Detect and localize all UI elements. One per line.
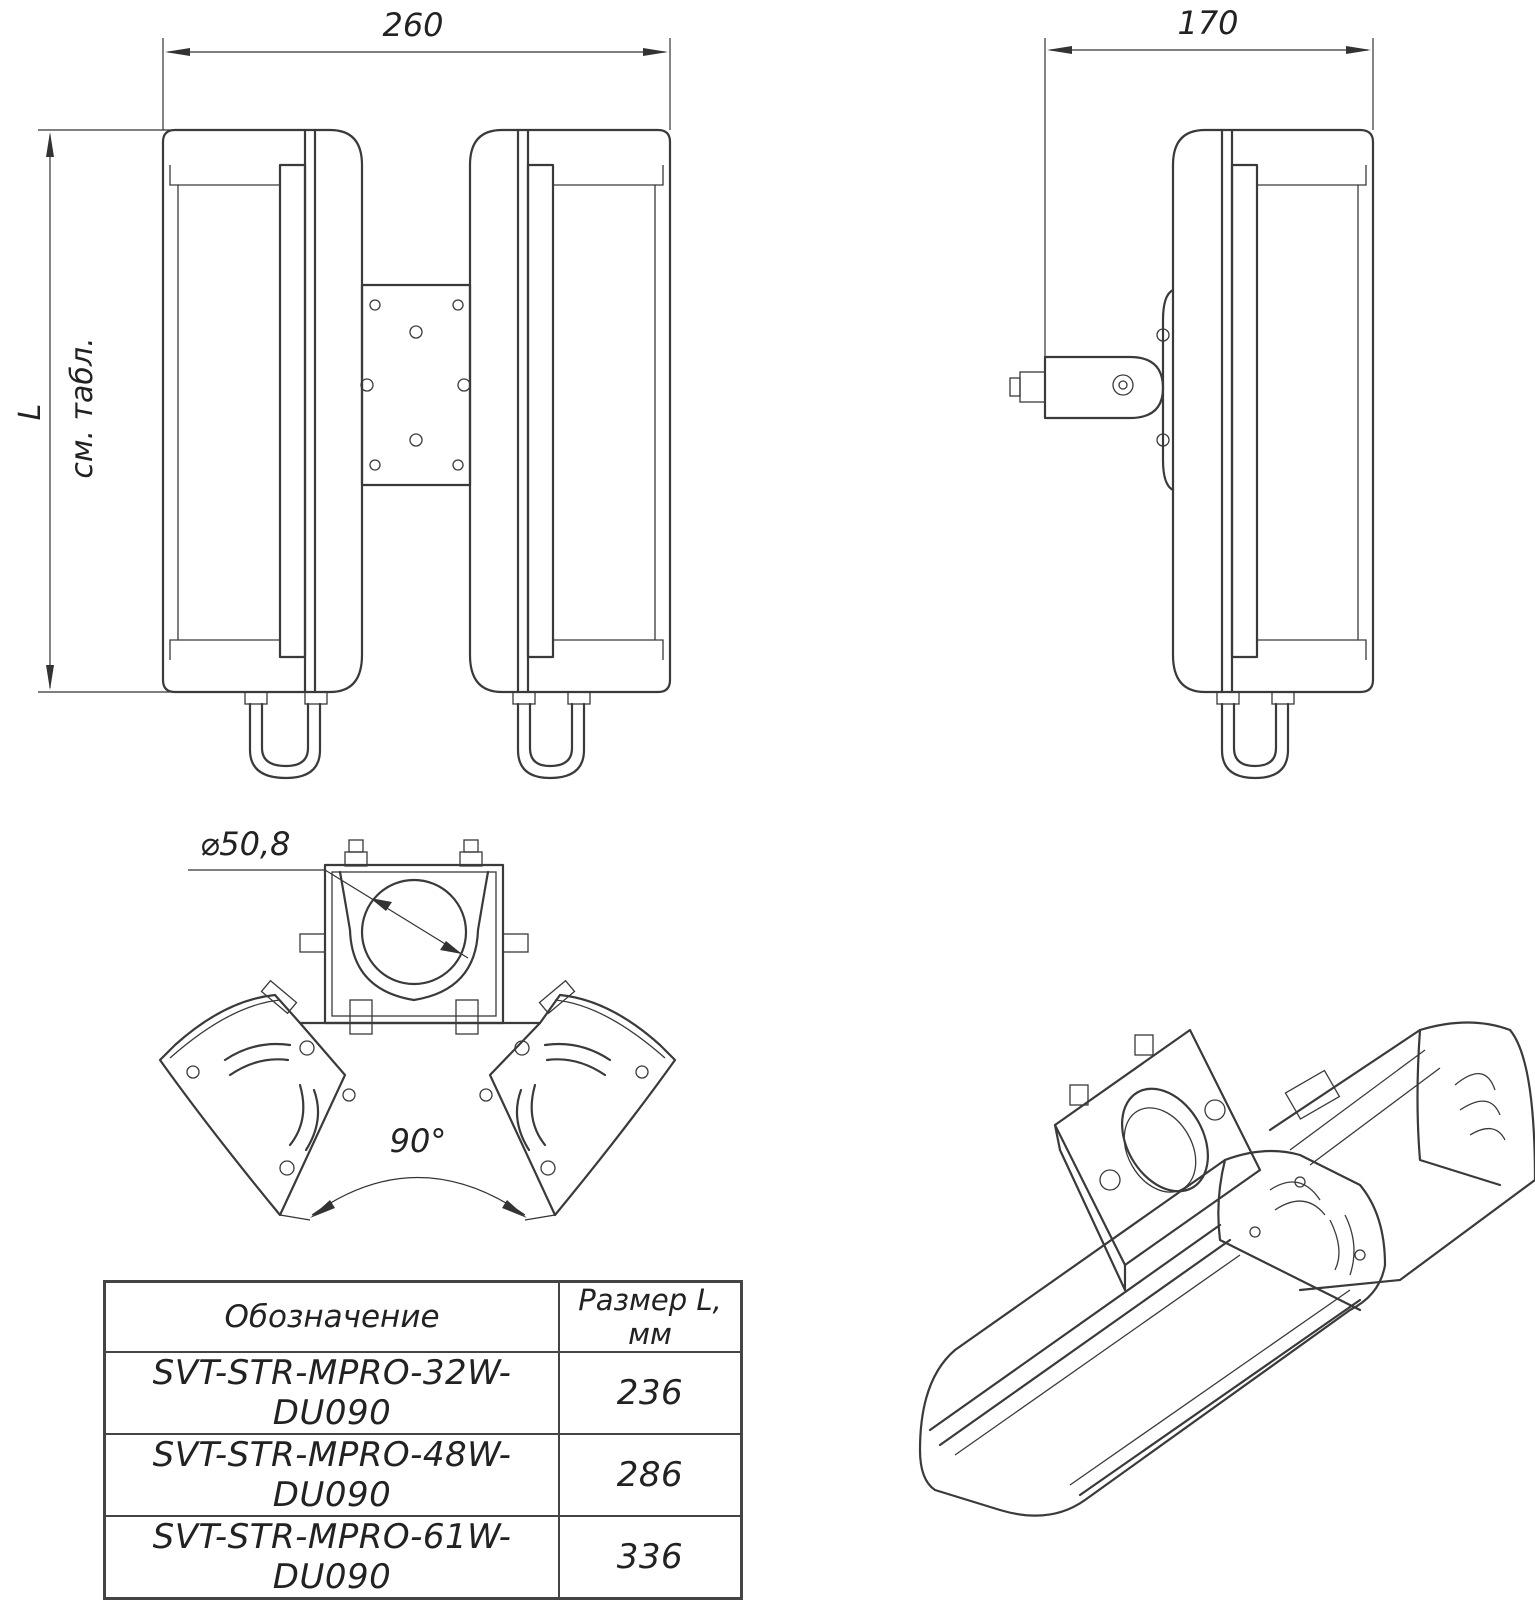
length-label: L	[13, 404, 48, 421]
bracket-view: ⌀50,8	[158, 825, 677, 1221]
side-width-label: 170	[1177, 4, 1238, 42]
front-view: 260 L см. табл.	[13, 6, 672, 780]
side-view: 170	[1009, 4, 1375, 780]
technical-drawing: 260 L см. табл.	[13, 4, 1535, 1517]
angle-label: 90°	[390, 1122, 447, 1160]
header-size: Размер L, мм	[558, 1280, 743, 1353]
table-header-row: Обозначение Размер L, мм	[103, 1280, 743, 1353]
front-width-label: 260	[382, 6, 443, 44]
isometric-view	[918, 1021, 1535, 1517]
table-row: SVT-STR-MPRO-32W-DU090 236	[103, 1351, 743, 1435]
designation-cell: SVT-STR-MPRO-61W-DU090	[103, 1515, 560, 1600]
length-note: см. табл.	[65, 337, 100, 478]
designation-cell: SVT-STR-MPRO-48W-DU090	[103, 1433, 560, 1517]
designation-cell: SVT-STR-MPRO-32W-DU090	[103, 1351, 560, 1435]
size-cell: 336	[558, 1515, 743, 1600]
header-designation: Обозначение	[103, 1280, 560, 1353]
table-row: SVT-STR-MPRO-61W-DU090 336	[103, 1515, 743, 1600]
table-row: SVT-STR-MPRO-48W-DU090 286	[103, 1433, 743, 1517]
pipe-diameter-label: ⌀50,8	[200, 825, 291, 863]
specification-table: Обозначение Размер L, мм SVT-STR-MPRO-32…	[103, 1280, 743, 1600]
size-cell: 286	[558, 1433, 743, 1517]
size-cell: 236	[558, 1351, 743, 1435]
